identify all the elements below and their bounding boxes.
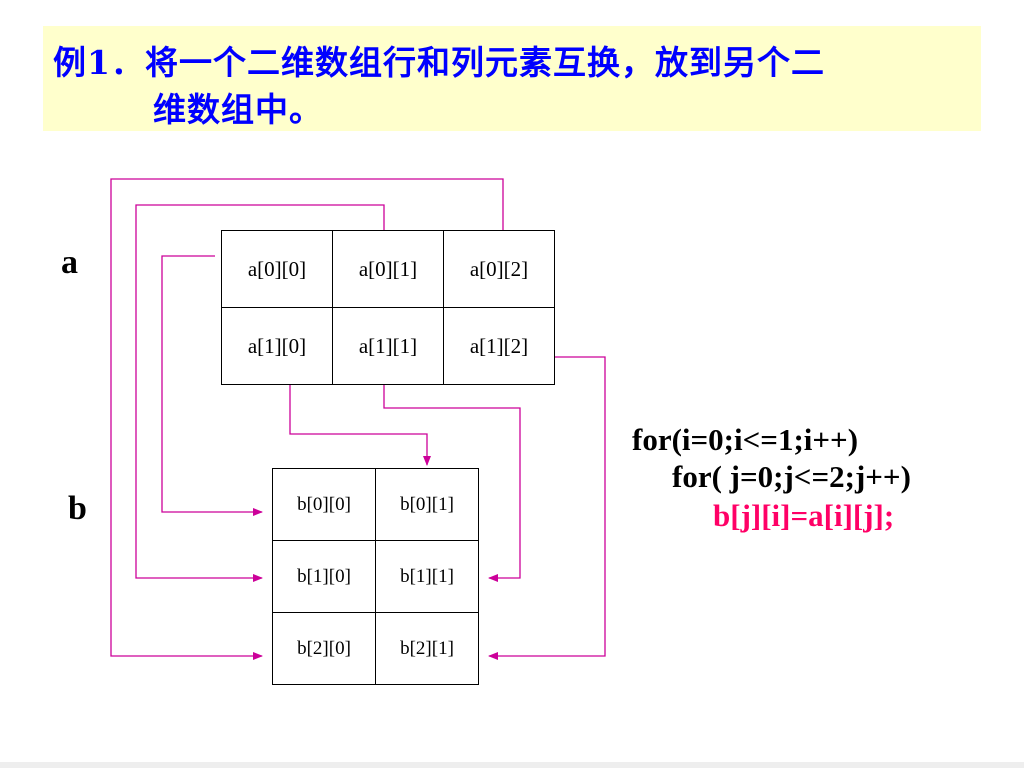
matrix-a-cell: a[1][1] <box>332 307 444 385</box>
matrix-b-cell: b[0][1] <box>375 468 479 541</box>
matrix-a-cell: a[0][1] <box>332 230 444 308</box>
matrix-a-row: a[1][0] a[1][1] a[1][2] <box>221 307 555 385</box>
matrix-b-cell: b[2][0] <box>272 612 376 685</box>
connector-a01-b10 <box>135 204 385 582</box>
matrix-b-cell: b[0][0] <box>272 468 376 541</box>
code-assignment: b[j][i]=a[i][j]; <box>713 498 895 533</box>
matrix-a-cell: a[0][0] <box>221 230 333 308</box>
matrix-b-cell: b[1][1] <box>375 540 479 613</box>
bottom-divider <box>0 762 1024 768</box>
connector-a00-b00 <box>161 255 263 516</box>
matrix-a-cell: a[1][2] <box>443 307 555 385</box>
matrix-b-row: b[1][0] b[1][1] <box>272 540 479 613</box>
matrix-b-row: b[2][0] b[2][1] <box>272 612 479 685</box>
code-inner-loop: for( j=0;j<=2;j++) <box>672 459 911 494</box>
connector-a11-b11 <box>383 384 521 582</box>
connector-a10-b01 <box>289 384 431 466</box>
connector-a12-b21 <box>488 356 606 660</box>
title-box: 例1．将一个二维数组行和列元素互换，放到另个二 维数组中。 <box>43 26 981 131</box>
connector-a02-b20 <box>110 178 504 660</box>
code-outer-loop: for(i=0;i<=1;i++) <box>632 422 859 457</box>
matrix-a-cell: a[0][2] <box>443 230 555 308</box>
title-line-2: 维数组中。 <box>153 90 323 129</box>
matrix-a: a[0][0] a[0][1] a[0][2] a[1][0] a[1][1] … <box>221 230 555 385</box>
matrix-b-cell: b[2][1] <box>375 612 479 685</box>
matrix-a-label: a <box>61 244 78 281</box>
matrix-b: b[0][0] b[0][1] b[1][0] b[1][1] b[2][0] … <box>272 468 479 685</box>
matrix-a-row: a[0][0] a[0][1] a[0][2] <box>221 230 555 308</box>
matrix-b-label: b <box>68 490 87 527</box>
matrix-b-cell: b[1][0] <box>272 540 376 613</box>
matrix-b-row: b[0][0] b[0][1] <box>272 468 479 541</box>
title-line-1: 例1．将一个二维数组行和列元素互换，放到另个二 <box>53 43 825 82</box>
matrix-a-cell: a[1][0] <box>221 307 333 385</box>
